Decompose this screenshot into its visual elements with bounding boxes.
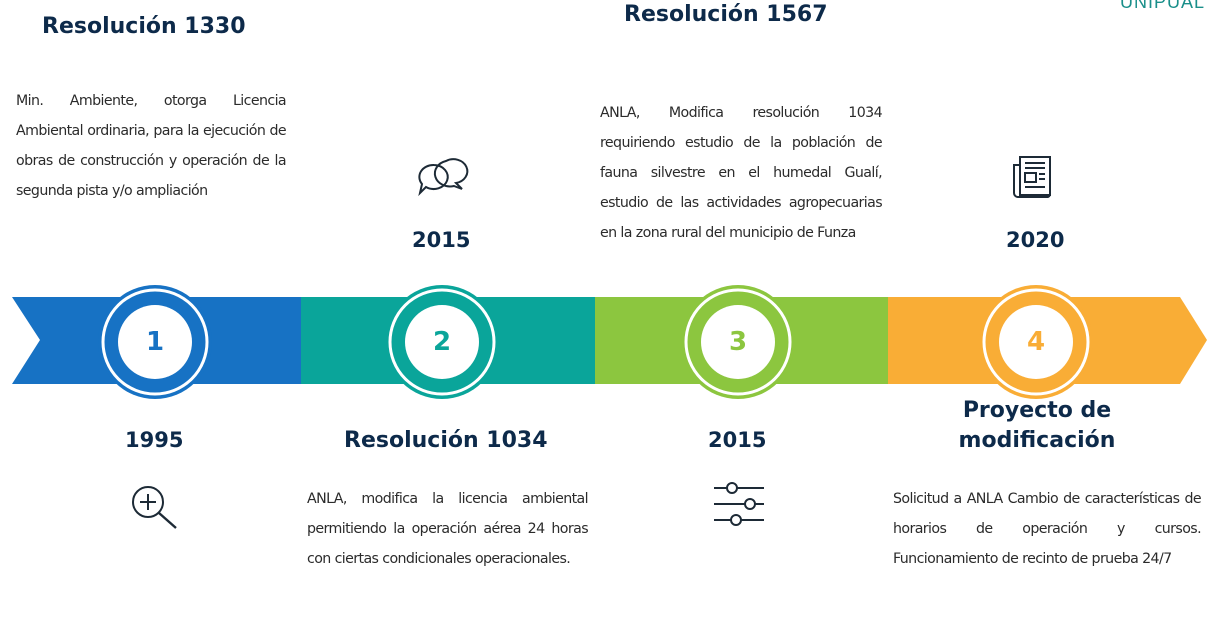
- milestone-1-description: Min. Ambiente, otorga Licencia Ambiental…: [16, 93, 287, 199]
- milestone-number-1: 1: [146, 327, 164, 357]
- milestone-2-year: 2015: [412, 228, 471, 252]
- milestone-1-year: 1995: [125, 428, 184, 452]
- milestone-circle-4: 4: [979, 285, 1093, 399]
- zoom-in-icon: [132, 486, 177, 529]
- milestone-3-heading: Resolución 1567: [624, 2, 828, 27]
- milestone-circle-2: 2: [385, 285, 499, 399]
- newspaper-icon: [1013, 156, 1051, 198]
- milestone-circle-3: 3: [681, 285, 795, 399]
- milestone-3-year: 2015: [708, 428, 767, 452]
- milestone-3-description: ANLA, Modifica resolución 1034 requirien…: [600, 105, 883, 241]
- milestone-circle-1: 1: [98, 285, 212, 399]
- milestone-2-description: ANLA, modifica la licencia ambiental per…: [307, 491, 589, 567]
- milestone-2-heading: Resolución 1034: [344, 428, 548, 453]
- milestone-number-2: 2: [433, 327, 451, 357]
- chat-bubbles-icon: [418, 158, 469, 197]
- corner-logo-label: UNIPUAL: [1120, 0, 1206, 12]
- milestone-1-heading: Resolución 1330: [42, 14, 246, 39]
- milestone-4-heading: Proyecto de modificación: [958, 398, 1116, 453]
- milestone-4-description: Solicitud a ANLA Cambio de característic…: [893, 491, 1202, 567]
- sliders-icon: [714, 482, 764, 526]
- milestone-number-4: 4: [1027, 327, 1045, 357]
- milestone-number-3: 3: [729, 327, 747, 357]
- milestone-4-year: 2020: [1006, 228, 1065, 252]
- timeline-band: 1 2 3 4: [12, 285, 1207, 399]
